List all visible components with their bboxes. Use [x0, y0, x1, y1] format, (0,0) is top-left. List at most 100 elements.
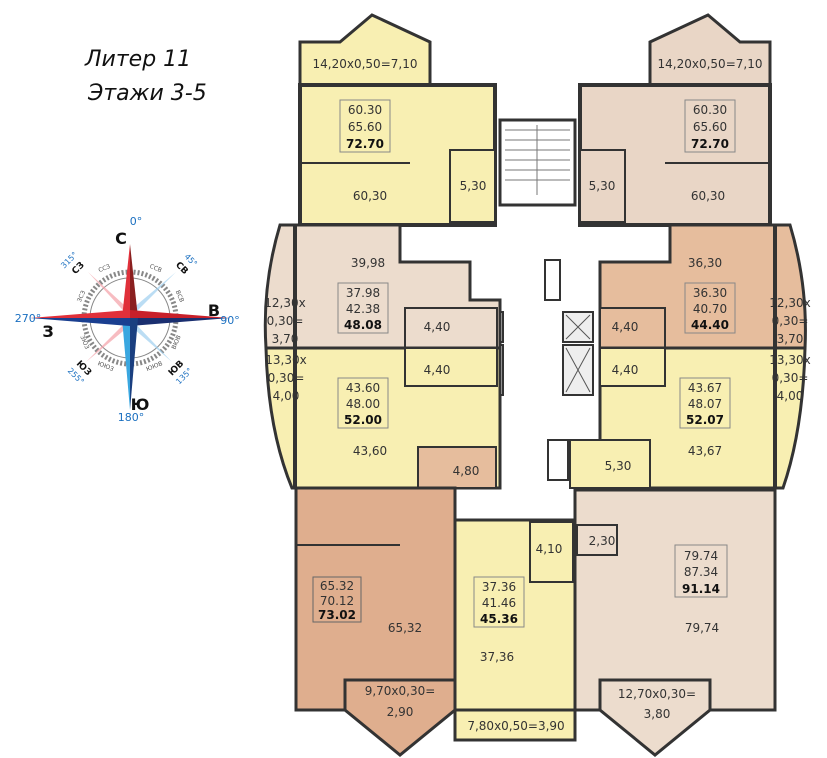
compass-deg-east: 90° [220, 314, 240, 327]
balcony-width: 9,70x0,30= [365, 684, 436, 698]
building-core [474, 40, 594, 490]
total-area: 42.38 [346, 302, 380, 316]
bath2-area: 4,40 [424, 363, 451, 377]
balcony-depth: 0,30= [772, 371, 809, 385]
apartment-mid-right-lower[interactable]: 4,40 43.67 48.07 52.07 43,67 5,30 13,30x… [569, 346, 811, 490]
balcony-area: 4,00 [777, 389, 804, 403]
balcony [298, 13, 432, 87]
compass-deg-north: 0° [130, 215, 143, 228]
compass-north-label: С [115, 229, 127, 248]
building-title: Литер 11 [84, 47, 191, 72]
balcony-area: 3,70 [272, 332, 299, 346]
living-area: 65.32 [320, 579, 354, 593]
compass-east-label: В [208, 301, 220, 320]
south-ray [122, 318, 130, 410]
total-area: 48.00 [346, 397, 380, 411]
total-area: 70.12 [320, 594, 354, 608]
north-ray [122, 244, 130, 318]
living-area: 79.74 [684, 549, 718, 563]
total-area: 40.70 [693, 302, 727, 316]
bathroom-2 [599, 347, 666, 387]
room-area: 43,60 [353, 444, 387, 458]
bathroom [449, 149, 496, 223]
full-area: 73.02 [318, 608, 356, 622]
living-area: 60.30 [693, 103, 727, 117]
total-area: 48.07 [688, 397, 722, 411]
apartment-bottom-center[interactable]: 37.36 41.46 45.36 37,36 4,10 7,80x0,50=3… [453, 518, 577, 742]
balcony-area: 14,20x0,50=7,10 [658, 57, 763, 71]
full-area: 52.00 [344, 413, 382, 427]
full-area: 48.08 [344, 318, 382, 332]
balcony-depth: 0,30= [267, 314, 304, 328]
balcony-width: 12,70x0,30= [618, 687, 696, 701]
compass-sse: ЮЮВ [145, 360, 163, 373]
bathroom [569, 439, 651, 489]
compass-south-label: Ю [131, 395, 150, 414]
living-area: 37.98 [346, 286, 380, 300]
living-area: 36.30 [693, 286, 727, 300]
bath-area: 5,30 [460, 179, 487, 193]
room-area: 60,30 [691, 189, 725, 203]
balcony-width: 12,30x [264, 296, 305, 310]
compass-wnw: ЗСЗ [76, 289, 87, 303]
bathroom [404, 307, 498, 349]
balcony-area: 14,20x0,50=7,10 [313, 57, 418, 71]
apartment-mid-right-upper[interactable]: 36,30 36.30 40.70 44.40 4,40 12,30x 0,30… [598, 223, 811, 350]
room-area: 37,36 [480, 650, 514, 664]
total-area: 65.60 [693, 120, 727, 134]
apartment-bottom-right[interactable]: 79.74 87.34 91.14 79,74 2,30 12,70x0,30=… [573, 488, 777, 757]
compass-west-label: З [42, 322, 53, 341]
compass-rose: С 0° В 90° Ю 180° З 270° СЗ 315° СВ 45° … [15, 215, 240, 424]
north-ray-shade [130, 244, 138, 318]
elevator-right-large [562, 344, 594, 396]
room-area: 79,74 [685, 621, 719, 635]
apartment-top-left[interactable]: 14,20x0,50=7,10 60.30 65.60 72.70 60,30 … [298, 13, 497, 227]
balcony-depth: 0,30= [268, 371, 305, 385]
apartment-mid-left-lower[interactable]: 4,40 43.60 48.00 52.00 43,60 4,80 13,30x… [264, 346, 502, 490]
bathroom [417, 446, 497, 489]
full-area: 52.07 [686, 413, 724, 427]
balcony-area: 4,00 [273, 389, 300, 403]
room-area: 43,67 [688, 444, 722, 458]
balcony-area: 3,70 [777, 332, 804, 346]
full-area: 72.70 [346, 137, 384, 151]
room-area: 36,30 [688, 256, 722, 270]
bath-area: 4,10 [536, 542, 563, 556]
balcony-width: 13,30x [769, 353, 810, 367]
bath-area: 5,30 [605, 459, 632, 473]
full-area: 72.70 [691, 137, 729, 151]
bathroom [576, 524, 618, 556]
balcony [453, 708, 577, 742]
room-area: 65,32 [388, 621, 422, 635]
balcony-depth: 0,30= [772, 314, 809, 328]
total-area: 41.46 [482, 596, 516, 610]
living-area: 60.30 [348, 103, 382, 117]
full-area: 91.14 [682, 582, 720, 596]
bathroom [599, 307, 666, 349]
full-area: 44.40 [691, 318, 729, 332]
bathroom-2 [404, 347, 498, 387]
total-area: 65.60 [348, 120, 382, 134]
living-area: 43.60 [346, 381, 380, 395]
bath2-area: 4,40 [612, 363, 639, 377]
apartment-bottom-left[interactable]: 65.32 70.12 73.02 65,32 9,70x0,30= 2,90 [294, 486, 457, 757]
bath-area: 4,40 [424, 320, 451, 334]
bathroom [579, 149, 626, 223]
apartment-top-right[interactable]: 14,20x0,50=7,10 60.30 65.60 72.70 60,30 … [578, 13, 772, 227]
compass-ene: ВСВ [174, 289, 185, 303]
balcony-area: 3,80 [644, 707, 671, 721]
balcony-area: 7,80x0,50=3,90 [467, 719, 564, 733]
balcony-width: 13,30x [265, 353, 306, 367]
west-ray [30, 310, 130, 318]
room-area: 39,98 [351, 256, 385, 270]
balcony [598, 678, 712, 757]
apartment-mid-left-upper[interactable]: 39,98 37.98 42.38 48.08 4,40 12,30x 0,30… [263, 223, 502, 350]
compass-ese: ВЮВ [171, 334, 183, 350]
bath-area: 2,30 [589, 534, 616, 548]
bathroom [529, 521, 574, 583]
compass-nnw: ССЗ [97, 263, 111, 274]
balcony-area: 2,90 [387, 705, 414, 719]
bath-area: 5,30 [589, 179, 616, 193]
compass-deg-west: 270° [15, 312, 42, 325]
